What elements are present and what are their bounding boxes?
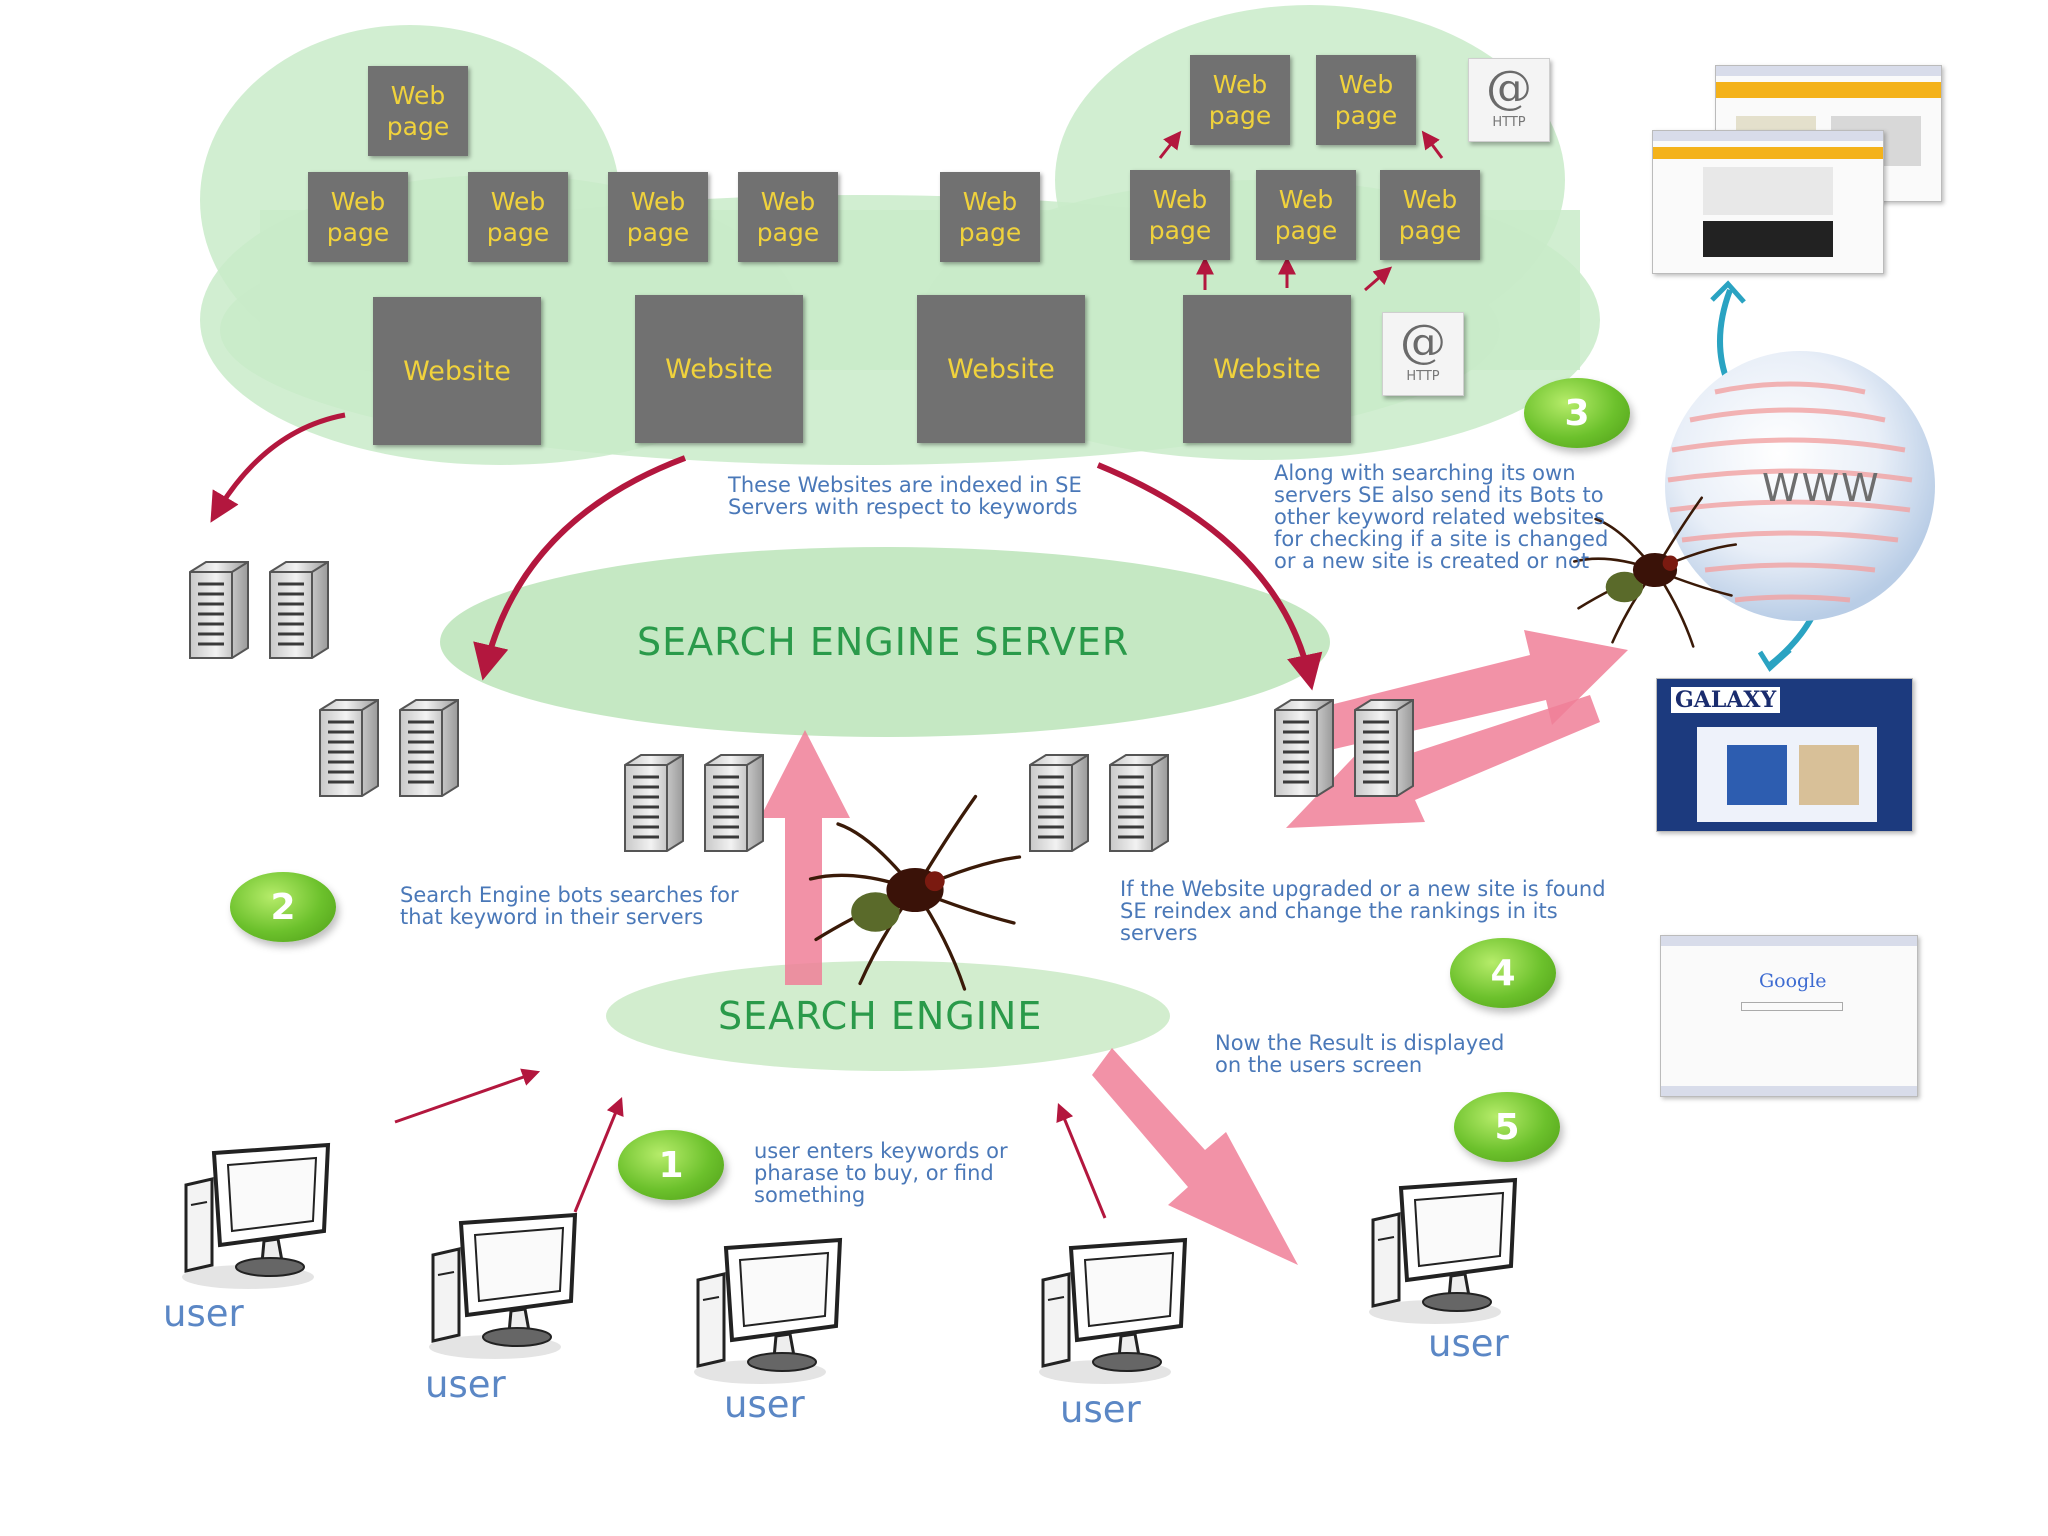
web-page-block: Web page xyxy=(1256,170,1356,260)
search-engine-oval xyxy=(606,961,1170,1071)
note-along-with-searching: Along with searching its own servers SE … xyxy=(1274,461,1609,573)
note-bots-search-servers: Search Engine bots searches for that key… xyxy=(400,883,739,929)
web-page-block: Web page xyxy=(308,172,408,262)
globe-icon xyxy=(1665,351,1935,621)
search-engine-server-oval xyxy=(440,547,1330,737)
arrow-engine-to-user xyxy=(1092,1048,1298,1265)
user-label: user xyxy=(425,1363,506,1406)
web-page-block: Web page xyxy=(1380,170,1480,260)
arrow-sub-5 xyxy=(1421,130,1444,159)
step-badge-1: 1 xyxy=(618,1130,724,1200)
user-label: user xyxy=(163,1292,244,1335)
website-block: Website xyxy=(635,295,803,443)
arrow-index-right xyxy=(1096,462,1323,691)
arrow-sub-1 xyxy=(1158,130,1182,159)
www-label: WWW xyxy=(1762,466,1881,510)
arrow-sub-4 xyxy=(1364,266,1393,292)
arrow-index-left xyxy=(473,455,687,681)
user-label: user xyxy=(1428,1322,1509,1365)
http-document-icon: @ HTTP xyxy=(1382,312,1464,396)
user-label: user xyxy=(724,1383,805,1426)
browser-screenshot-icon: Google xyxy=(1660,935,1918,1097)
web-page-block: Web page xyxy=(1190,55,1290,145)
search-engine-label: SEARCH ENGINE xyxy=(718,994,1043,1038)
search-engine-server-label: SEARCH ENGINE SERVER xyxy=(637,620,1130,664)
step-badge-2: 2 xyxy=(230,872,336,942)
web-page-block: Web page xyxy=(738,172,838,262)
arrow-user-2 xyxy=(573,1097,624,1213)
note-website-upgraded: If the Website upgraded or a new site is… xyxy=(1120,877,1606,945)
website-block: Website xyxy=(1183,295,1351,443)
step-badge-5: 5 xyxy=(1454,1092,1560,1162)
arrow-user-1 xyxy=(394,1068,541,1124)
step-badge-4: 4 xyxy=(1450,938,1556,1008)
arrow-user-4 xyxy=(1056,1103,1107,1219)
web-page-block: Web page xyxy=(368,66,468,156)
website-block: Website xyxy=(373,297,541,445)
arrow-engine-to-server xyxy=(760,730,850,985)
note-user-enters-keywords: user enters keywords or pharase to buy, … xyxy=(754,1139,1008,1207)
web-page-block: Web page xyxy=(940,172,1040,262)
step-badge-3: 3 xyxy=(1524,378,1630,448)
arrow-cloud-left xyxy=(210,412,346,523)
http-document-icon: @ HTTP xyxy=(1468,58,1550,142)
web-page-block: Web page xyxy=(468,172,568,262)
web-page-block: Web page xyxy=(608,172,708,262)
web-page-block: Web page xyxy=(1130,170,1230,260)
browser-screenshot-icon: GALAXY xyxy=(1656,678,1913,832)
note-result-displayed: Now the Result is displayed on the users… xyxy=(1215,1031,1505,1077)
web-page-block: Web page xyxy=(1316,55,1416,145)
browser-screenshot-icon xyxy=(1652,130,1884,274)
website-block: Website xyxy=(917,295,1085,443)
dark-arrows xyxy=(210,130,1444,1219)
user-label: user xyxy=(1060,1388,1141,1431)
note-websites-indexed: These Websites are indexed in SE Servers… xyxy=(728,473,1082,519)
